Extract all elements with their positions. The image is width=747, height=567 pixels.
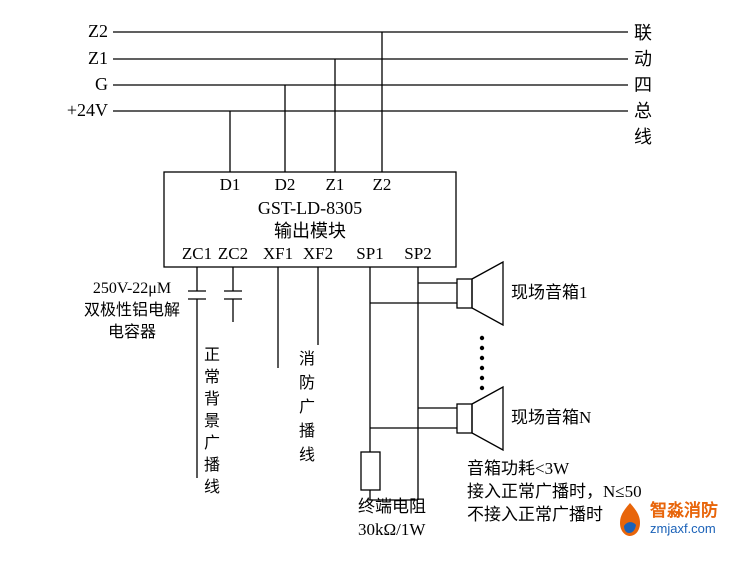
terminal-d2: D2 <box>274 175 296 194</box>
bus-label-24v: +24V <box>66 100 108 120</box>
resistor-label-name: 终端电阻 <box>358 497 426 516</box>
capacitor-note-line3: 电容器 <box>107 324 156 341</box>
terminal-xf2: XF2 <box>302 244 334 263</box>
terminal-sp1: SP1 <box>356 244 384 263</box>
module-box <box>163 171 457 268</box>
bus-drop-wires <box>229 32 383 172</box>
terminal-zc2: ZC2 <box>217 244 249 263</box>
xf-wires <box>277 267 319 368</box>
speaker-1-label: 现场音箱1 <box>511 283 588 302</box>
resistor-label-value: 30kΩ/1W <box>358 520 426 539</box>
speaker-n-icon <box>456 385 504 452</box>
watermark: 智淼消防 zmjaxf.com <box>614 501 718 539</box>
note-without-normal: 不接入正常广播时 <box>467 505 603 524</box>
module-title: GST-LD-8305 <box>257 198 363 218</box>
zc2-wire-capacitor <box>224 267 242 322</box>
terminal-z2: Z2 <box>372 175 392 194</box>
capacitor-note-line2: 双极性铝电解 <box>83 302 180 319</box>
note-with-normal: 接入正常广播时，N≤50 <box>467 482 642 501</box>
terminal-xf1: XF1 <box>262 244 294 263</box>
module-subtitle: 输出模块 <box>274 221 346 241</box>
speaker-1-icon <box>456 260 504 327</box>
terminal-d1: D1 <box>219 175 241 194</box>
zc1-wire-capacitor <box>188 267 206 478</box>
speaker-ellipsis-dots <box>479 335 485 391</box>
note-power: 音箱功耗<3W <box>467 459 570 478</box>
terminal-resistor <box>360 451 418 501</box>
watermark-url: zmjaxf.com <box>650 521 716 536</box>
sp-wires <box>369 267 457 500</box>
watermark-logo-icon <box>620 503 640 536</box>
xf-wire-vertical-label: 消防广播线 <box>296 350 313 470</box>
terminal-zc1: ZC1 <box>181 244 213 263</box>
zc-wire-vertical-label: 正常背景广播线 <box>201 346 218 500</box>
bus-label-z1: Z1 <box>88 48 108 68</box>
watermark-brand: 智淼消防 <box>650 501 718 520</box>
bus-label-g: G <box>95 74 108 94</box>
terminal-sp2: SP2 <box>404 244 432 263</box>
capacitor-note-line1: 250V-22μM <box>92 280 172 297</box>
bus-lines <box>113 31 628 112</box>
bus-right-vertical-label: 联动四总线 <box>632 23 652 153</box>
terminal-z1: Z1 <box>325 175 345 194</box>
speaker-n-label: 现场音箱N <box>511 408 592 427</box>
bus-label-z2: Z2 <box>88 21 108 41</box>
